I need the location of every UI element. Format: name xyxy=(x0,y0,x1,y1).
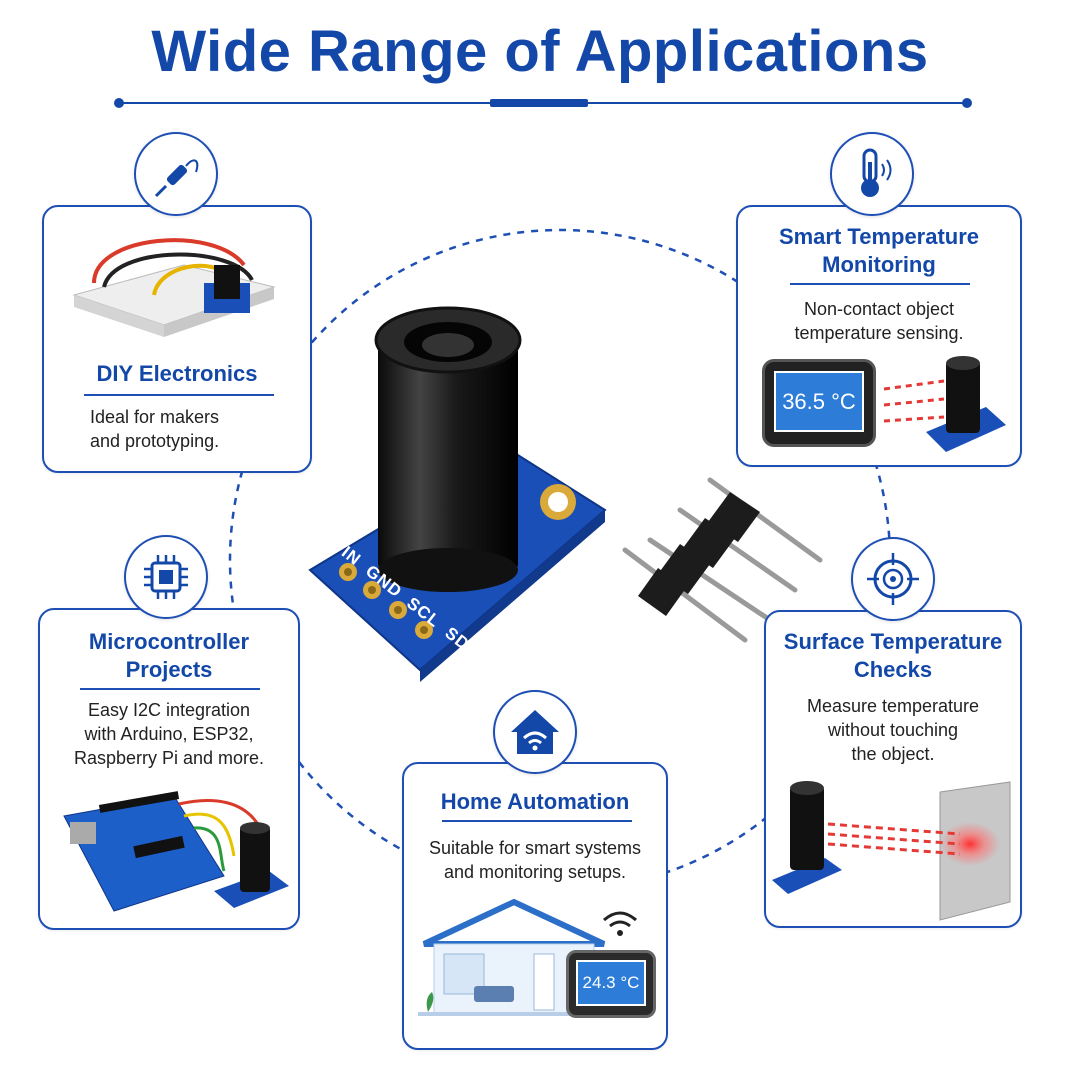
display-temperature: 36.5 °C xyxy=(782,388,856,414)
soldering-iron-icon xyxy=(134,132,218,216)
arduino-illustration xyxy=(63,791,289,912)
card-desc: Easy I2C integration with Arduino, ESP32… xyxy=(40,698,298,770)
desc-line: without touching xyxy=(827,720,959,740)
card-surface-temperature: Surface Temperature Checks Measure tempe… xyxy=(764,610,1022,928)
surface-measurement-illustration xyxy=(772,781,1011,921)
sensor-module xyxy=(308,306,607,682)
card-microcontroller-projects: Microcontroller Projects Easy I2C integr… xyxy=(38,608,300,930)
sensor-laser-illustration xyxy=(883,356,1006,452)
title-line: Projects xyxy=(125,657,213,682)
page-title: Wide Range of Applications xyxy=(151,19,929,84)
desc-line: with Arduino, ESP32, xyxy=(84,724,254,744)
pin-header xyxy=(622,477,823,643)
thermometer-display: 36.5 °C xyxy=(762,359,876,447)
card-title: Surface Temperature Checks xyxy=(766,628,1020,684)
target-crosshair-icon xyxy=(851,537,935,621)
card-desc: Non-contact object temperature sensing. xyxy=(738,297,1020,345)
desc-line: Raspberry Pi and more. xyxy=(73,748,265,768)
card-desc: Suitable for smart systems and monitorin… xyxy=(404,836,666,884)
desc-line: Non-contact object xyxy=(803,299,955,319)
desc-line: temperature sensing. xyxy=(794,323,964,343)
smart-home-icon xyxy=(493,690,577,774)
card-title: Microcontroller Projects xyxy=(40,628,298,684)
desc-line: Easy I2C integration xyxy=(87,700,251,720)
card-desc: Ideal for makers and prototyping. xyxy=(90,405,300,453)
breadboard-illustration xyxy=(72,238,276,337)
desc-line: Measure temperature xyxy=(806,696,980,716)
title-line: Microcontroller xyxy=(88,629,250,654)
desc-line: Ideal for makers xyxy=(90,407,220,427)
card-home-automation: Home Automation Suitable for smart syste… xyxy=(402,762,668,1050)
thermometer-signal-icon xyxy=(830,132,914,216)
card-smart-temperature: Smart Temperature Monitoring Non-contact… xyxy=(736,205,1022,467)
desc-line: Suitable for smart systems xyxy=(428,838,642,858)
title-line: Monitoring xyxy=(822,252,936,277)
card-title-rule xyxy=(790,283,970,285)
microchip-icon xyxy=(124,535,208,619)
title-line: Smart Temperature xyxy=(778,224,980,249)
card-diy-electronics: DIY Electronics Ideal for makers and pro… xyxy=(42,205,312,473)
card-title: DIY Electronics xyxy=(96,361,258,386)
desc-line: and prototyping. xyxy=(90,431,220,451)
title-line: Checks xyxy=(853,657,933,682)
card-desc: Measure temperature without touching the… xyxy=(766,694,1020,766)
display-temperature: 24.3 °C xyxy=(582,973,640,992)
title-line: Surface Temperature xyxy=(783,629,1003,654)
title-underline xyxy=(114,96,972,110)
wall-thermostat-display: 24.3 °C xyxy=(566,950,656,1018)
desc-line: and monitoring setups. xyxy=(443,862,627,882)
desc-line: the object. xyxy=(851,744,935,764)
card-title-rule xyxy=(84,394,274,396)
card-title: Smart Temperature Monitoring xyxy=(738,223,1020,279)
card-title-rule xyxy=(442,820,632,822)
wifi-signal-icon xyxy=(603,911,637,936)
card-title: Home Automation xyxy=(440,789,630,814)
card-title-rule xyxy=(80,688,260,690)
